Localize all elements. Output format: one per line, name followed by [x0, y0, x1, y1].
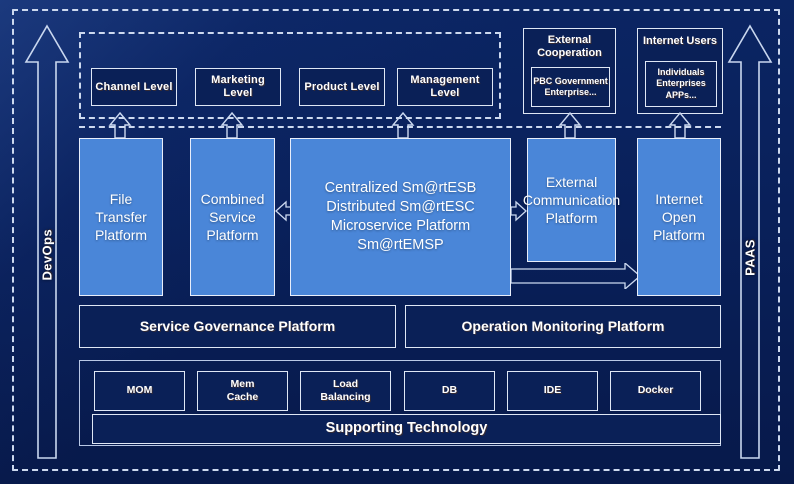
external-cooperation-detail: PBC Government Enterprise...	[533, 75, 608, 97]
level-box-marketing-label: Marketing Level	[211, 74, 265, 99]
paas-rail-label: PAAS	[742, 239, 758, 276]
tech-box-db[interactable]: DB	[404, 371, 495, 411]
level-box-channel-label: Channel Level	[95, 80, 173, 93]
tech-box-mem-cache[interactable]: Mem Cache	[197, 371, 288, 411]
tech-box-mom[interactable]: MOM	[94, 371, 185, 411]
external-communication-platform-label: External Communication Platform	[522, 173, 621, 227]
connector-external-communication-up	[558, 112, 582, 138]
level-box-channel[interactable]: Channel Level	[91, 68, 177, 106]
technology-layer-group	[79, 360, 721, 446]
consumer-platform-divider	[79, 126, 721, 128]
connector-core-to-combined-left	[275, 200, 291, 222]
tech-box-docker[interactable]: Docker	[610, 371, 701, 411]
tech-box-load-balancing[interactable]: Load Balancing	[300, 371, 391, 411]
connector-core-to-external-right	[511, 200, 527, 222]
operation-monitoring-platform[interactable]: Operation Monitoring Platform	[405, 305, 721, 348]
paas-rail: PAAS	[727, 22, 773, 462]
devops-rail-label: DevOps	[39, 228, 55, 281]
level-box-management-label: Management Level	[410, 74, 480, 99]
devops-rail: DevOps	[24, 22, 70, 462]
tech-box-mem-cache-label: Mem Cache	[226, 377, 259, 403]
connector-internet-open-up	[668, 112, 692, 138]
operation-monitoring-platform-label: Operation Monitoring Platform	[461, 318, 665, 335]
connector-core-to-internet-open-arrow	[511, 263, 641, 289]
level-box-product[interactable]: Product Level	[299, 68, 385, 106]
tech-box-db-label: DB	[441, 384, 458, 397]
external-communication-platform[interactable]: External Communication Platform	[523, 138, 620, 262]
service-governance-platform-label: Service Governance Platform	[139, 318, 336, 335]
connector-combined-service-up	[220, 112, 244, 138]
internet-users-title: Internet Users	[643, 35, 717, 47]
tech-box-ide[interactable]: IDE	[507, 371, 598, 411]
external-cooperation-detail-box: PBC Government Enterprise...	[531, 67, 610, 107]
esb-core-platform[interactable]: Centralized Sm@rtESB Distributed Sm@rtES…	[290, 138, 511, 296]
connector-esb-core-up	[391, 112, 415, 138]
file-transfer-platform[interactable]: File Transfer Platform	[79, 138, 163, 296]
internet-users-group[interactable]: Internet Users Individuals Enterprises A…	[637, 28, 723, 114]
diagram-outer-boundary	[12, 9, 780, 471]
external-cooperation-group[interactable]: External Cooperation PBC Government Ente…	[523, 28, 616, 114]
level-box-product-label: Product Level	[304, 80, 380, 93]
tech-box-mom-label: MOM	[126, 384, 153, 397]
internet-open-platform[interactable]: Internet Open Platform	[637, 138, 721, 296]
up-arrow-icon	[24, 24, 70, 459]
internet-open-platform-label: Internet Open Platform	[652, 190, 706, 244]
supporting-technology-bar[interactable]: Supporting Technology	[92, 414, 721, 444]
tech-box-docker-label: Docker	[637, 384, 674, 397]
tech-box-load-balancing-label: Load Balancing	[320, 377, 371, 403]
file-transfer-platform-label: File Transfer Platform	[94, 190, 148, 244]
supporting-technology-label: Supporting Technology	[325, 420, 488, 437]
internet-users-detail: Individuals Enterprises APPs...	[656, 67, 706, 100]
up-arrow-icon	[727, 24, 773, 459]
connector-file-transfer-up	[108, 112, 132, 138]
esb-core-platform-label: Centralized Sm@rtESB Distributed Sm@rtES…	[324, 180, 477, 253]
service-governance-platform[interactable]: Service Governance Platform	[79, 305, 396, 348]
tech-box-ide-label: IDE	[543, 384, 562, 397]
external-cooperation-title: External Cooperation	[537, 34, 602, 60]
internal-consumer-region	[79, 32, 501, 119]
level-box-management[interactable]: Management Level	[397, 68, 493, 106]
combined-service-platform[interactable]: Combined Service Platform	[190, 138, 275, 296]
internet-users-detail-box: Individuals Enterprises APPs...	[645, 61, 717, 107]
combined-service-platform-label: Combined Service Platform	[200, 190, 265, 244]
level-box-marketing[interactable]: Marketing Level	[195, 68, 281, 106]
